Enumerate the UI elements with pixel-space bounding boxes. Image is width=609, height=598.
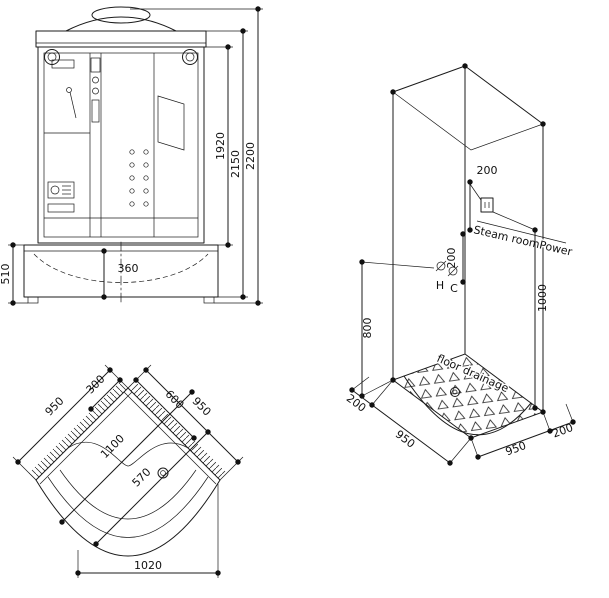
steam-vent-icon [91,6,151,24]
shelf-icon [51,59,75,69]
dim-200-wall-label: 200 [445,248,458,269]
hand-shower-icon [66,87,77,119]
dim-570-label: 570 [130,466,154,490]
dim-360-label: 360 [118,262,139,275]
drain-icon [157,467,169,479]
dim-1000-label: 1000 [536,284,549,312]
dim-950-bottom-left-label: 950 [393,428,418,451]
isometric-view: floor drainage Steam roomPower 200 200 1… [344,63,576,466]
dim-950-bottom-right-label: 950 [504,439,528,458]
dim-2150-label: 2150 [229,150,242,178]
hot-water-label: H [436,279,444,292]
dim-950-right-label: 950 [189,395,213,419]
floor-drain-icon [450,387,460,397]
dim-2200-label: 2200 [244,142,257,170]
tray-outline [35,479,221,557]
tray-footprint-arc [403,375,532,436]
mirror-icon [157,95,185,151]
tray-front-icon [23,241,219,306]
dim-950-left-label: 950 [43,395,67,419]
radio-unit-icon [47,181,75,213]
dim-510-label: 510 [0,264,12,285]
wall-hatch [128,381,227,480]
seat-edge [67,441,189,467]
cold-water-label: C [450,282,458,295]
dome-outline [65,16,177,32]
power-outlet-icon [480,197,494,213]
front-elevation-view: 510 360 1920 2150 2200 [0,6,263,306]
dim-200-bottom-right-label: 200 [551,421,575,440]
massage-jets-icon [129,149,149,207]
dim-200-bottom-left-label: 200 [344,392,369,415]
control-panel-icon [90,57,101,123]
dim-1920-label: 1920 [214,132,227,160]
wall-hatch [29,381,128,480]
dim-600-label: 600 [162,388,186,412]
dim-1020-label: 1020 [134,559,162,572]
light-icon [182,49,198,65]
dim-200-top-label: 200 [477,164,498,177]
dim-800-label: 800 [361,318,374,339]
hot-cold-faucet-icon [435,260,459,277]
dim-1100-label: 1100 [98,432,127,461]
plan-view: 1100 570 950 300 600 950 1020 [12,364,244,578]
